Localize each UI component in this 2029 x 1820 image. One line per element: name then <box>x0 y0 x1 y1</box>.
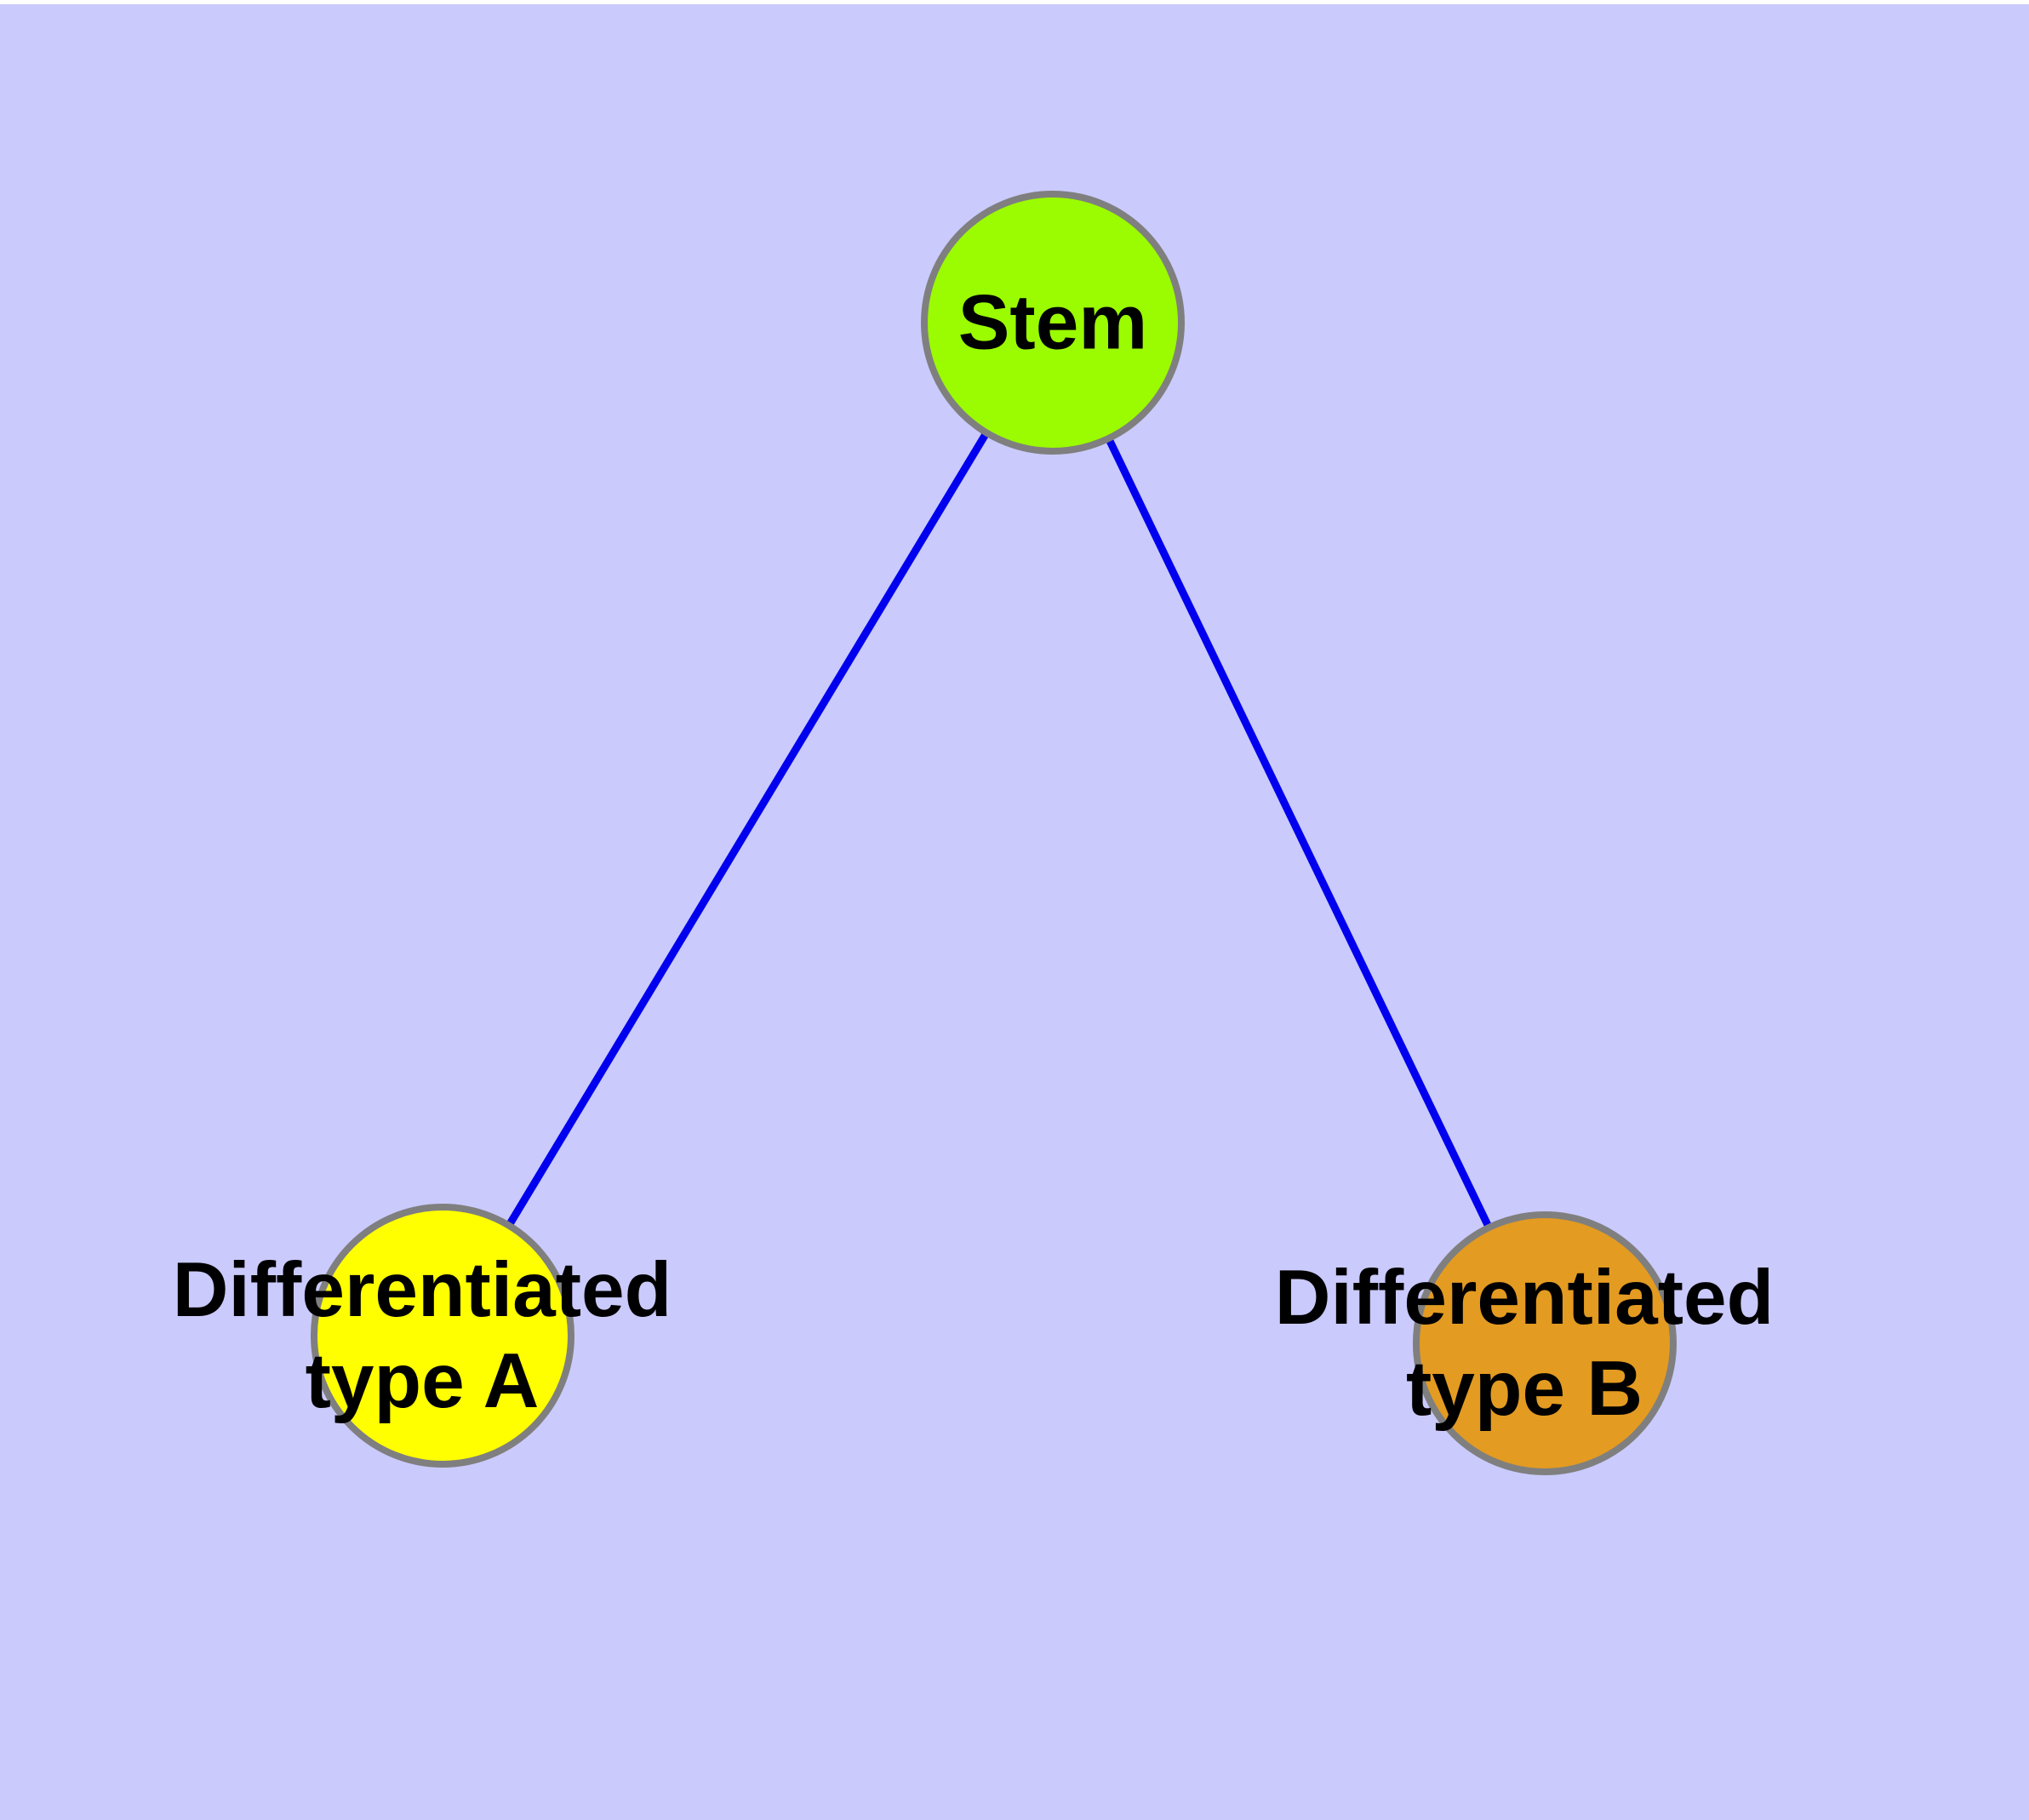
edge-stem-to-type-a <box>439 320 1056 1338</box>
diagram-canvas: Stem Differentiated type A Differentiate… <box>0 4 2029 1820</box>
diagram-svg <box>311 191 1677 1475</box>
node-type-a-label-line2: type A <box>305 1338 540 1424</box>
node-type-b-circle <box>1413 1211 1677 1475</box>
node-stem-label-line1: Stem <box>957 279 1148 366</box>
node-stem-label: Stem <box>958 278 1148 369</box>
node-stem-circle <box>921 191 1185 455</box>
node-type-b-label-line1: Differentiated <box>1274 1255 1775 1341</box>
node-type-b-label-line2: type B <box>1405 1346 1643 1432</box>
node-type-b-label: Differentiated type B <box>1275 1252 1775 1434</box>
node-type-a-circle <box>311 1204 574 1468</box>
node-type-a-label: Differentiated type A <box>173 1245 672 1427</box>
edge-stem-to-type-b <box>1049 321 1549 1345</box>
node-type-a-label-line1: Differentiated <box>172 1247 672 1333</box>
